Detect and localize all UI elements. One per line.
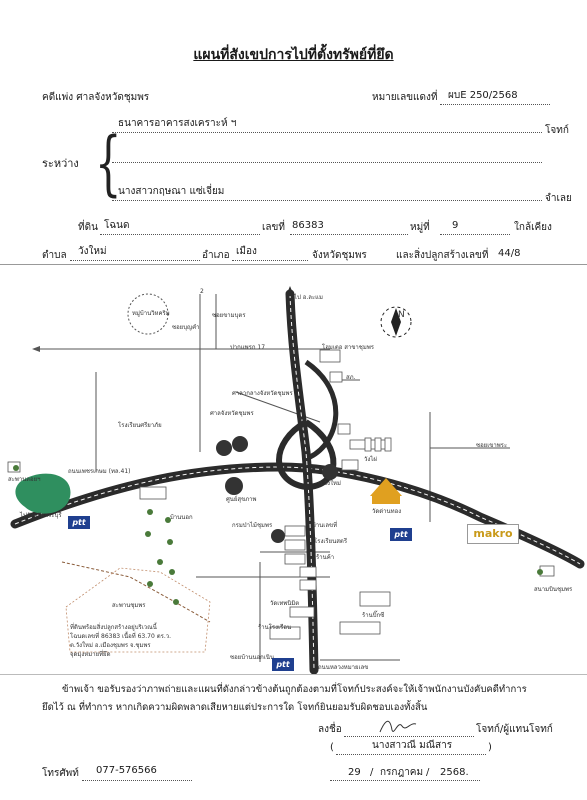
between-label: ระหว่าง — [42, 157, 79, 170]
map-label-soi2: 2 — [200, 288, 204, 295]
land-type: โฉนด — [104, 220, 130, 231]
map-label-parkhang: ปากแพรก 17 — [230, 344, 266, 351]
map-label-village: หมู่บ้านวิหคริม — [132, 310, 170, 317]
map-label-police: สภ. — [346, 374, 356, 381]
map-note-line1: ที่ดินพร้อมสิ่งปลูกสร้างอยู่บริเวณนี้ — [70, 624, 157, 631]
defendant-role: จำเลย — [545, 193, 572, 204]
sign-role: โจทก์/ผู้แทนโจทก์ — [476, 724, 553, 735]
map-label-school: โรงเรียนศรียาภัย — [118, 422, 162, 429]
case-number: ผบE 250/2568 — [448, 90, 518, 101]
date-month: กรกฎาคม — [380, 767, 424, 778]
map-label-soi-boonkam: ซอยบุญคำ — [172, 324, 200, 331]
building-label: และสิ่งปลูกสร้างเลขที่ — [396, 250, 489, 261]
land-label: ที่ดิน — [78, 222, 98, 233]
map-label-bridge: สะพานชุมพร — [112, 602, 146, 609]
map-label-to-lamae: ไป อ.ละแม — [294, 294, 323, 301]
subdistrict-value: วังใหม่ — [78, 246, 107, 257]
plaintiff-name: ธนาคารอาคารสงเคราะห์ ฯ — [118, 118, 237, 129]
map-label-temple: วัดด่านทอง — [372, 508, 402, 515]
land-no: 86383 — [292, 220, 324, 231]
north-arrow-label: N — [398, 310, 405, 320]
map-label-shop2: โรงเรียนสตรี — [314, 538, 348, 545]
land-no-label: เลขที่ — [262, 222, 285, 233]
defendant-name: นางสาวกฤษณา แซ่เจี่ยม — [118, 186, 225, 197]
map-label-shop1: โฮมเตอ สาขาชุมพร — [322, 344, 375, 351]
map-label-shop3: ร้านค้า — [316, 554, 335, 561]
province-label: จังหวัดชุมพร — [312, 250, 367, 261]
makro-logo-icon: makro — [467, 524, 519, 544]
plaintiff-role: โจทก์ — [545, 125, 569, 136]
map-label-house-no: บ้านเลขที่ — [312, 522, 338, 529]
map-label-ban-nok: บ้านนอก — [170, 514, 193, 521]
map-label-tourist: ร้านบิ๊กซี — [362, 612, 385, 619]
map-label-soi-nan: ซอยบ้านนอกเนิน — [230, 654, 275, 661]
case-number-label: หมายเลขแดงที่ — [372, 92, 438, 103]
phone-label: โทรศัพท์ — [42, 768, 79, 779]
district-value: เมือง — [236, 246, 257, 257]
ptt-logo-icon: ptt — [68, 516, 90, 529]
near-label: ใกล้เคียง — [514, 222, 552, 233]
map-label-sapan: สะพานลอยฯ — [8, 476, 41, 483]
ptt-logo-icon: ptt — [390, 528, 412, 541]
map-label-soi-kham: ซอยขามบุตร — [212, 312, 246, 319]
brace-icon: { — [94, 122, 122, 204]
signature-icon — [379, 720, 417, 733]
signer-name: นางสาวณี มณีสาร — [372, 740, 453, 751]
map-label-tree-dept: กรมป่าไม้ชุมพร — [232, 522, 273, 529]
building-no: 44/8 — [498, 248, 521, 259]
map-label-district-office: ศาลากลางจังหวัดชุมพร — [232, 390, 293, 397]
map-note-line3: ต.วังใหม่ อ.เมืองชุมพร จ.ชุมพร — [70, 642, 151, 649]
certification-line-2: ยึดไว้ ณ ที่ทำการ หากเกิดความผิดพลาดเสีย… — [42, 702, 428, 713]
case-label: คดีแพ่ง ศาลจังหวัดชุมพร — [42, 92, 150, 103]
certification-line-1: ข้าพเจ้า ขอรับรองว่าภาพถ่ายและแผนที่ดังก… — [62, 684, 527, 695]
map-label-jetta: ร้านโรงเรือน — [258, 624, 292, 631]
phone-number: 077-576566 — [96, 765, 157, 776]
map-label-pakhum: ถนนเพชรเกษม (ทล.41) — [68, 468, 131, 475]
map-label-soi-khao: ซอยเขาพระ — [476, 442, 508, 449]
map-label-to-krabi: ไปจังหวัดสระบุรี — [20, 512, 62, 519]
map-note-line4: จุดมุ่งหมายที่ยึด — [70, 651, 111, 658]
map-label-court: ศาลจังหวัดชุมพร — [210, 410, 254, 417]
location-map: ไป อ.ละแม 2 หมู่บ้านวิหคริม ซอยบุญคำ ซอย… — [0, 272, 587, 675]
map-drawing — [7, 286, 585, 675]
map-label-highway-school: สนามบินชุมพร — [534, 586, 573, 593]
map-label-ptt-soi: ถนนหลวงหมายเลข — [318, 664, 369, 671]
moo-label: หมู่ที่ — [410, 222, 430, 233]
date-year: 2568. — [440, 767, 469, 778]
page-title: แผนที่สังเขปการไปที่ตั้งทรัพย์ที่ยึด — [193, 47, 394, 63]
sign-label: ลงชื่อ — [318, 724, 342, 735]
map-label-wangmai: ต.วังใหม่ — [318, 480, 341, 487]
ptt-logo-icon: ptt — [272, 658, 294, 671]
map-label-kwai: วังไผ่ — [364, 456, 377, 463]
map-label-health: ศูนย์สุขภาพ — [226, 496, 257, 503]
moo-value: 9 — [452, 220, 459, 231]
date-day: 29 — [348, 767, 361, 778]
district-label: อำเภอ — [202, 250, 230, 261]
map-label-shop4: วัดเทพนิมิต — [270, 600, 300, 607]
map-note-line2: โฉนดเลขที่ 86383 เนื้อที่ 63.70 ตร.ว. — [70, 633, 171, 640]
subdistrict-label: ตำบล — [42, 250, 67, 261]
